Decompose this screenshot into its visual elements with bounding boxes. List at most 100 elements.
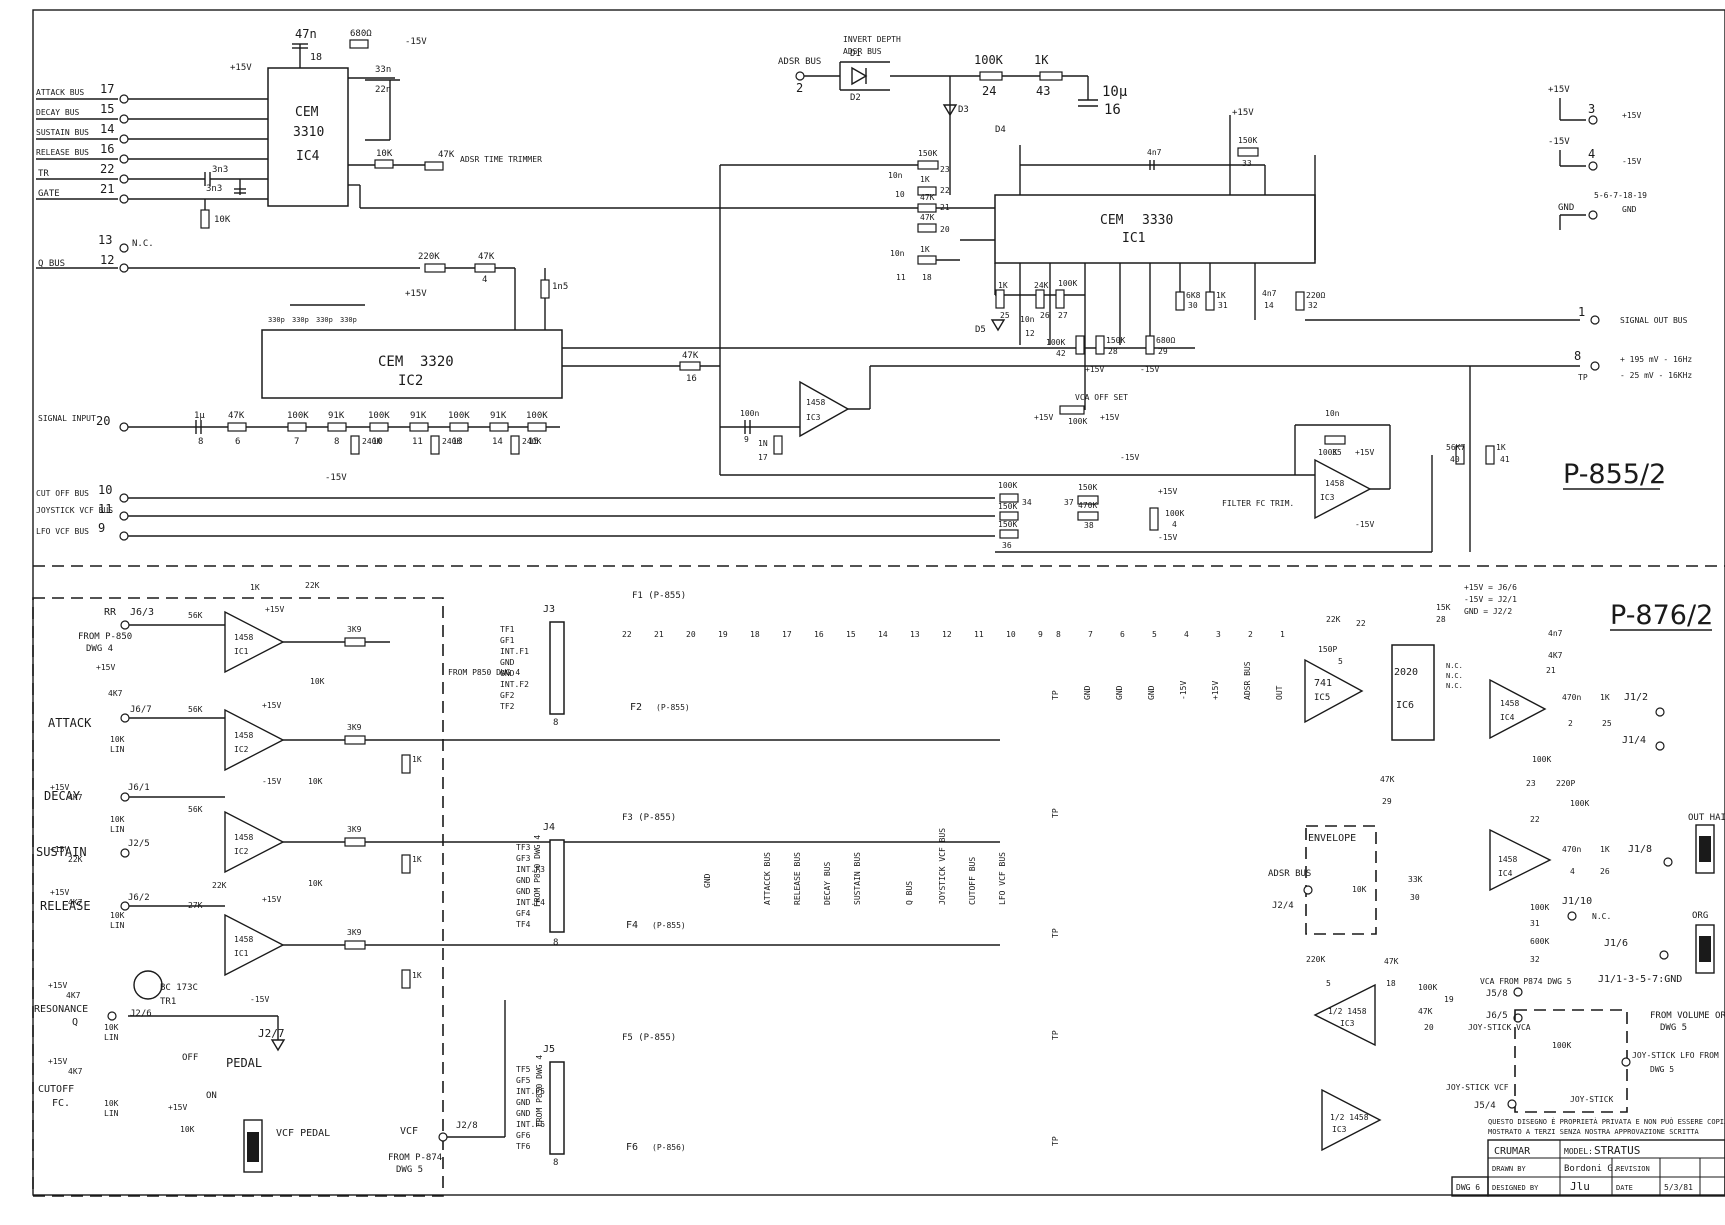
svg-text:OUT: OUT bbox=[1275, 685, 1284, 700]
svg-text:J2/4: J2/4 bbox=[1272, 901, 1294, 911]
svg-text:+15V: +15V bbox=[48, 1057, 67, 1066]
input-sustain-bus: SUSTAIN BUS 14 bbox=[36, 122, 268, 144]
svg-text:BC 173C: BC 173C bbox=[160, 983, 198, 993]
svg-text:IC3: IC3 bbox=[1332, 1125, 1347, 1134]
svg-text:4K7: 4K7 bbox=[1548, 651, 1563, 660]
svg-text:- 25 mV - 16KHz: - 25 mV - 16KHz bbox=[1620, 371, 1692, 380]
lower-left-dashed-box bbox=[32, 597, 444, 1197]
lower-right: +15V = J6/6 -15V = J2/1 GND = J2/2 15K 2… bbox=[1268, 583, 1725, 1152]
svg-text:8: 8 bbox=[553, 718, 558, 728]
svg-text:5-6-7-18-19: 5-6-7-18-19 bbox=[1594, 191, 1647, 200]
svg-text:JOY-STICK VCA: JOY-STICK VCA bbox=[1468, 1023, 1531, 1032]
transistor-tr1: BC 173C TR1 bbox=[133, 970, 198, 1007]
svg-text:150P: 150P bbox=[1318, 645, 1337, 654]
svg-text:SIGNAL OUT BUS: SIGNAL OUT BUS bbox=[1620, 316, 1688, 325]
svg-text:J1/10: J1/10 bbox=[1562, 896, 1592, 907]
svg-text:GF6: GF6 bbox=[516, 1131, 531, 1140]
svg-text:RELEASE BUS: RELEASE BUS bbox=[793, 852, 802, 905]
svg-text:3K9: 3K9 bbox=[347, 625, 362, 634]
envelope-box bbox=[1305, 825, 1377, 935]
svg-text:47K: 47K bbox=[1380, 775, 1395, 784]
svg-text:J1/2: J1/2 bbox=[1624, 692, 1648, 703]
svg-text:IC3: IC3 bbox=[806, 413, 821, 422]
svg-text:JOY-STICK: JOY-STICK bbox=[1570, 1095, 1614, 1104]
svg-text:11: 11 bbox=[896, 273, 906, 282]
svg-text:INT.F6: INT.F6 bbox=[516, 1120, 545, 1129]
svg-text:J1/8: J1/8 bbox=[1628, 844, 1652, 855]
svg-text:26: 26 bbox=[1040, 311, 1050, 320]
svg-text:47K: 47K bbox=[920, 213, 935, 222]
svg-text:100K: 100K bbox=[1552, 1041, 1571, 1050]
svg-text:SUSTAIN: SUSTAIN bbox=[36, 845, 87, 859]
svg-text:1458: 1458 bbox=[1500, 699, 1519, 708]
svg-text:CRUMAR: CRUMAR bbox=[1494, 1146, 1531, 1157]
svg-text:GF5: GF5 bbox=[516, 1076, 531, 1085]
svg-text:FROM VOLUME ORG: FROM VOLUME ORG bbox=[1650, 1011, 1725, 1021]
svg-text:J1/6: J1/6 bbox=[1604, 938, 1628, 949]
svg-text:J1/1-3-5-7:GND: J1/1-3-5-7:GND bbox=[1598, 974, 1682, 985]
svg-text:REVISION: REVISION bbox=[1616, 1165, 1650, 1173]
svg-text:18: 18 bbox=[1386, 979, 1396, 988]
svg-text:DWG 5: DWG 5 bbox=[396, 1165, 423, 1175]
connector-j3: J3 TF1 GF1 INT.F1 GND GND INT.F2 GF2 TF2… bbox=[448, 604, 565, 728]
trimmer-value: 47K bbox=[438, 150, 455, 160]
upper-supplies: +15V 3 +15V -15V 4 -15V GND 5-6-7-18-19 … bbox=[1548, 85, 1647, 230]
terminal bbox=[119, 154, 129, 164]
ic-ref: IC2 bbox=[398, 373, 423, 389]
svg-text:+15V: +15V bbox=[1100, 413, 1119, 422]
output-resistors: 1K 1K 1K bbox=[401, 754, 422, 989]
supply-label: -15V bbox=[325, 473, 347, 483]
svg-text:91K: 91K bbox=[490, 411, 507, 421]
svg-text:-15V = J2/1: -15V = J2/1 bbox=[1464, 595, 1517, 604]
svg-text:1458: 1458 bbox=[234, 935, 253, 944]
svg-text:15K: 15K bbox=[1436, 603, 1451, 612]
svg-text:37: 37 bbox=[1064, 498, 1074, 507]
svg-text:8: 8 bbox=[1574, 349, 1581, 363]
svg-text:J2/8: J2/8 bbox=[456, 1121, 478, 1131]
svg-text:ADSR BUS: ADSR BUS bbox=[1268, 869, 1311, 879]
svg-text:GND: GND bbox=[1558, 203, 1574, 213]
right-strip-labels: 8 7 6 5 4 3 2 1 TP GND GND GND -15V +15V… bbox=[1051, 630, 1285, 1146]
svg-text:1K: 1K bbox=[1600, 693, 1610, 702]
svg-text:ATTACK: ATTACK bbox=[48, 716, 92, 730]
adsr-trimmer-label: ADSR TIME TRIMMER bbox=[460, 155, 542, 164]
svg-text:OFF: OFF bbox=[182, 1053, 198, 1063]
svg-text:TF3: TF3 bbox=[516, 843, 531, 852]
svg-text:ON: ON bbox=[206, 1091, 217, 1101]
svg-text:1K: 1K bbox=[1600, 845, 1610, 854]
ic-ref: IC4 bbox=[296, 149, 320, 164]
svg-text:91K: 91K bbox=[328, 411, 345, 421]
svg-text:-15V: -15V bbox=[1355, 520, 1374, 529]
svg-text:FILTER FC TRIM.: FILTER FC TRIM. bbox=[1222, 499, 1294, 508]
svg-text:22K: 22K bbox=[305, 581, 320, 590]
input-label: TR bbox=[38, 169, 49, 179]
svg-text:-15V: -15V bbox=[1120, 453, 1139, 462]
svg-text:QUESTO DISEGNO È PROPRIETÀ PRI: QUESTO DISEGNO È PROPRIETÀ PRIVATA E NON… bbox=[1488, 1117, 1725, 1126]
svg-text:TP: TP bbox=[1051, 808, 1060, 818]
input-gate: GATE 21 10K 3n3 bbox=[36, 179, 268, 229]
supply-label: +15V bbox=[230, 63, 252, 73]
svg-text:LIN: LIN bbox=[104, 1033, 119, 1042]
svg-text:+15V: +15V bbox=[50, 845, 69, 854]
svg-text:150K: 150K bbox=[998, 502, 1017, 511]
svg-text:56K7: 56K7 bbox=[1446, 443, 1465, 452]
svg-text:240K: 240K bbox=[442, 437, 461, 446]
svg-text:18: 18 bbox=[750, 630, 760, 639]
svg-text:IC1: IC1 bbox=[234, 949, 249, 958]
svg-text:10K: 10K bbox=[104, 1023, 119, 1032]
svg-text:13: 13 bbox=[452, 437, 463, 447]
lower-left-inputs: RR J6/3 FROM P-850 DWG 4 ATTACK J6/7 DEC… bbox=[34, 607, 506, 1175]
svg-text:1458: 1458 bbox=[234, 633, 253, 642]
input-label: SUSTAIN BUS bbox=[36, 128, 89, 137]
svg-text:INVERT DEPTH: INVERT DEPTH bbox=[843, 35, 901, 44]
svg-text:N.C.: N.C. bbox=[1446, 662, 1463, 670]
f1-pin-numbers: 22 21 20 19 18 17 16 15 14 13 12 11 10 9 bbox=[622, 630, 1043, 639]
svg-text:GF4: GF4 bbox=[516, 909, 531, 918]
svg-text:J6/7: J6/7 bbox=[130, 705, 152, 715]
pin-number: 14 bbox=[100, 122, 114, 136]
cap-value: 1μ bbox=[194, 411, 205, 421]
svg-text:MODEL:: MODEL: bbox=[1564, 1147, 1593, 1156]
svg-text:11: 11 bbox=[98, 502, 112, 516]
svg-text:-15V: -15V bbox=[1622, 157, 1641, 166]
svg-text:-15V: -15V bbox=[1179, 681, 1188, 700]
